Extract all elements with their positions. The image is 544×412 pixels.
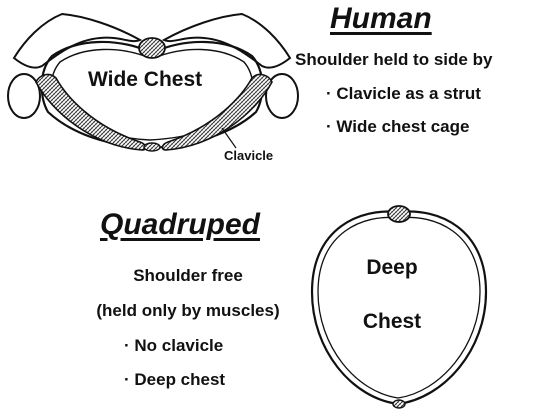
human-point-chest: Wide chest cage (326, 117, 469, 137)
left-humeral-head (8, 74, 40, 118)
wide-chest-label: Wide Chest (88, 68, 202, 92)
human-sternum (144, 143, 160, 151)
quadruped-outer-rib (312, 212, 486, 404)
quadruped-point-deep-chest: Deep chest (124, 370, 225, 390)
quadruped-point-no-clavicle: No clavicle (124, 336, 223, 356)
right-scapula (164, 14, 290, 68)
human-intro: Shoulder held to side by (295, 50, 492, 70)
left-scapula (14, 14, 140, 68)
quadruped-intro-line-2: (held only by muscles) (96, 301, 279, 321)
deep-chest-label-line-1: Deep (366, 256, 417, 280)
human-heading: Human (330, 2, 432, 36)
quadruped-heading: Quadruped (100, 208, 260, 242)
quadruped-vertebra (388, 206, 410, 222)
clavicle-label: Clavicle (224, 148, 273, 163)
quadruped-intro-line-1: Shoulder free (133, 266, 243, 286)
human-point-clavicle: Clavicle as a strut (326, 84, 481, 104)
deep-chest-label-line-2: Chest (363, 310, 421, 334)
quadruped-chest-diagram (312, 206, 486, 408)
quadruped-sternum (393, 400, 405, 408)
human-vertebra (139, 38, 165, 58)
